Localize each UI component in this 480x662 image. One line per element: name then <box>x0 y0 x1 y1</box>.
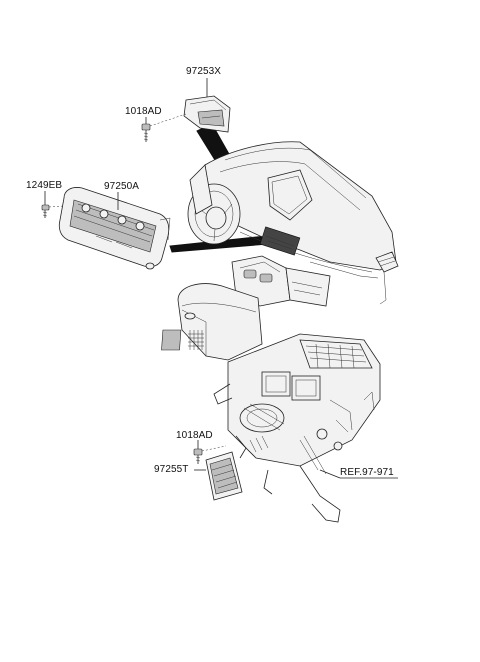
bolt-1018AD-top <box>141 123 151 142</box>
label-1249EB: 1249EB <box>26 180 63 191</box>
dash-1249EB <box>48 205 65 208</box>
label-97250A: 97250A <box>104 181 140 192</box>
center-console <box>161 255 331 361</box>
dashboard-assembly <box>187 141 399 305</box>
bolt-1249EB <box>41 204 50 218</box>
label-97253X: 97253X <box>186 66 222 77</box>
label-1018AD-top: 1018AD <box>125 106 162 117</box>
label-ref: REF.97-971 <box>340 467 394 478</box>
part-97255T-graphic <box>205 451 243 501</box>
hvac-module <box>213 333 381 523</box>
part-97253X-graphic <box>183 95 231 133</box>
bolt-1018AD-bottom <box>193 448 203 464</box>
label-1018AD-bottom: 1018AD <box>176 430 213 441</box>
label-97255T: 97255T <box>154 464 189 475</box>
part-97250A-graphic <box>58 187 171 270</box>
leader-ref <box>319 469 341 479</box>
dash-1018AD-bottom <box>201 445 227 452</box>
